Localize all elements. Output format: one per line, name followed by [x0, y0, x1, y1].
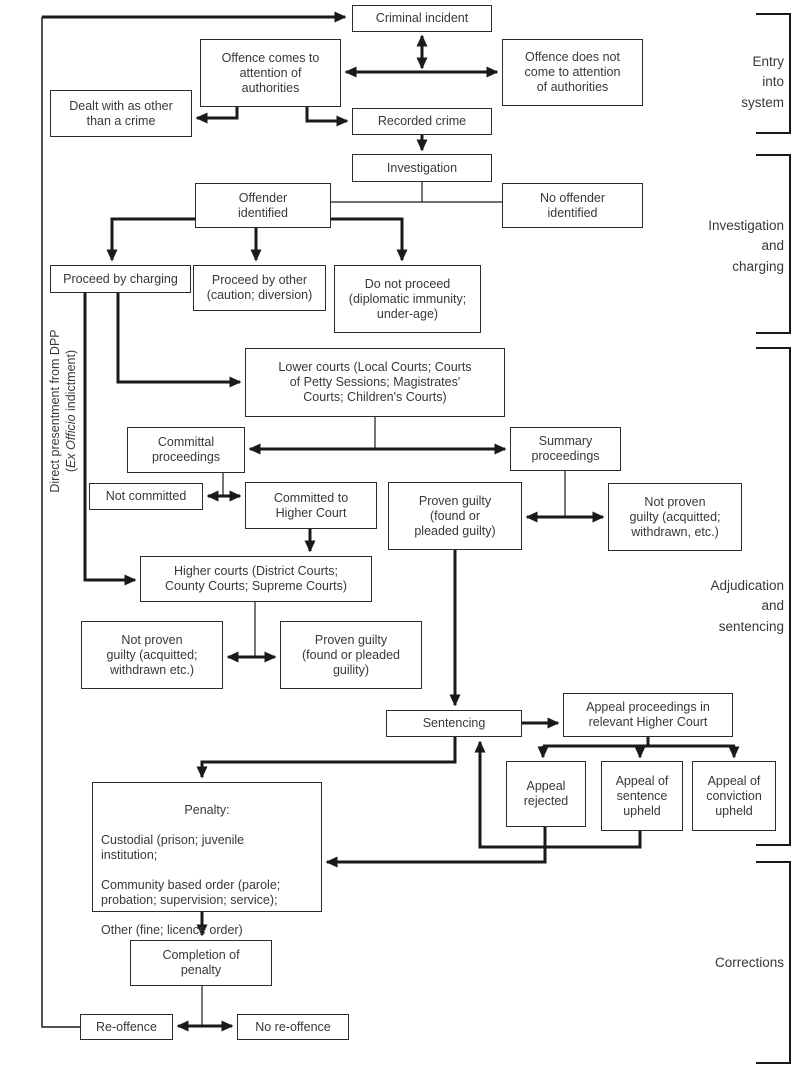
connector-rejected-penalty — [325, 827, 547, 868]
connector-charging-higher-courts-dpp — [83, 293, 137, 586]
box-proven-guilty-committal: Proven guilty (found or pleaded guilty) — [388, 482, 522, 550]
box-recorded-crime: Recorded crime — [352, 108, 492, 135]
connector-appeal-stem — [543, 737, 735, 748]
box-do-not-proceed: Do not proceed (diplomatic immunity; und… — [334, 265, 481, 333]
dpp-direct-presentment-label: Direct presentment from DPP (Ex Officio … — [47, 301, 81, 521]
connector-investigation-split — [331, 182, 502, 203]
box-penalty: Penalty: Custodial (prison; juvenile ins… — [92, 782, 322, 937]
box-appeal-rejected: Appeal rejected — [506, 761, 586, 827]
box-proceed-by-charging: Proceed by charging — [50, 265, 191, 293]
bracket-corrections — [756, 861, 791, 1064]
dpp-line1: Direct presentment from DPP — [48, 329, 62, 493]
penalty-line-custodial: Custodial (prison; juvenile institution; — [101, 833, 245, 862]
box-no-offender-identified: No offender identified — [502, 183, 643, 228]
box-criminal-incident: Criminal incident — [352, 5, 492, 32]
box-committed-to-higher-court: Committed to Higher Court — [245, 482, 377, 529]
bracket-adjudication-sentencing — [756, 347, 791, 846]
box-completion-of-penalty: Completion of penalty — [130, 940, 272, 986]
bracket-entry-into-system — [756, 13, 791, 134]
box-offence-comes-to-attention: Offence comes to attention of authoritie… — [200, 39, 341, 107]
connector-oi-noproceed — [331, 217, 408, 262]
box-summary-proceedings: Summary proceedings — [510, 427, 621, 471]
stage-label-investigation-charging: Investigation and charging — [708, 218, 784, 274]
connector-sentencing-penalty — [196, 737, 457, 779]
box-sentencing: Sentencing — [386, 710, 522, 737]
stage-label-corrections: Corrections — [714, 955, 784, 970]
box-lower-courts: Lower courts (Local Courts; Courts of Pe… — [245, 348, 505, 417]
box-appeal-proceedings: Appeal proceedings in relevant Higher Co… — [563, 693, 733, 737]
connector-to-recorded-crime — [305, 107, 349, 127]
box-appeal-sentence-upheld: Appeal of sentence upheld — [601, 761, 683, 831]
penalty-title: Penalty: — [184, 803, 230, 817]
box-not-committed: Not committed — [89, 483, 203, 510]
connector-charging-lower-courts — [116, 293, 242, 388]
box-no-re-offence: No re-offence — [237, 1014, 349, 1040]
box-proceed-by-other: Proceed by other (caution; diversion) — [193, 265, 326, 311]
connector-oi-charging — [106, 217, 195, 262]
box-not-proven-guilty-higher: Not proven guilty (acquitted; withdrawn … — [81, 621, 223, 689]
stage-label-adjudication-sentencing: Adjudication and sentencing — [710, 578, 784, 634]
connector-sentence-upheld-back — [474, 740, 642, 849]
connector-to-dealt-other — [195, 107, 239, 124]
box-dealt-with-as-other: Dealt with as other than a crime — [50, 90, 192, 137]
box-not-proven-guilty-summary: Not proven guilty (acquitted; withdrawn,… — [608, 483, 742, 551]
box-higher-courts: Higher courts (District Courts; County C… — [140, 556, 372, 602]
bracket-investigation-charging — [756, 154, 791, 334]
dpp-line2: (Ex Officio indictment) — [64, 349, 79, 473]
box-appeal-conviction-upheld: Appeal of conviction upheld — [692, 761, 776, 831]
box-committal-proceedings: Committal proceedings — [127, 427, 245, 473]
stage-label-entry-into-system: Entry into system — [741, 54, 784, 110]
box-offender-identified: Offender identified — [195, 183, 331, 228]
box-offence-does-not-come-to-attention: Offence does not come to attention of au… — [502, 39, 643, 106]
box-re-offence: Re-offence — [80, 1014, 173, 1040]
penalty-line-community: Community based order (parole; probation… — [101, 878, 281, 907]
penalty-line-other: Other (fine; licence order) — [101, 923, 243, 937]
box-investigation: Investigation — [352, 154, 492, 182]
connector-reoffence-loop — [41, 17, 80, 1028]
box-proven-guilty-higher: Proven guilty (found or pleaded guility) — [280, 621, 422, 689]
